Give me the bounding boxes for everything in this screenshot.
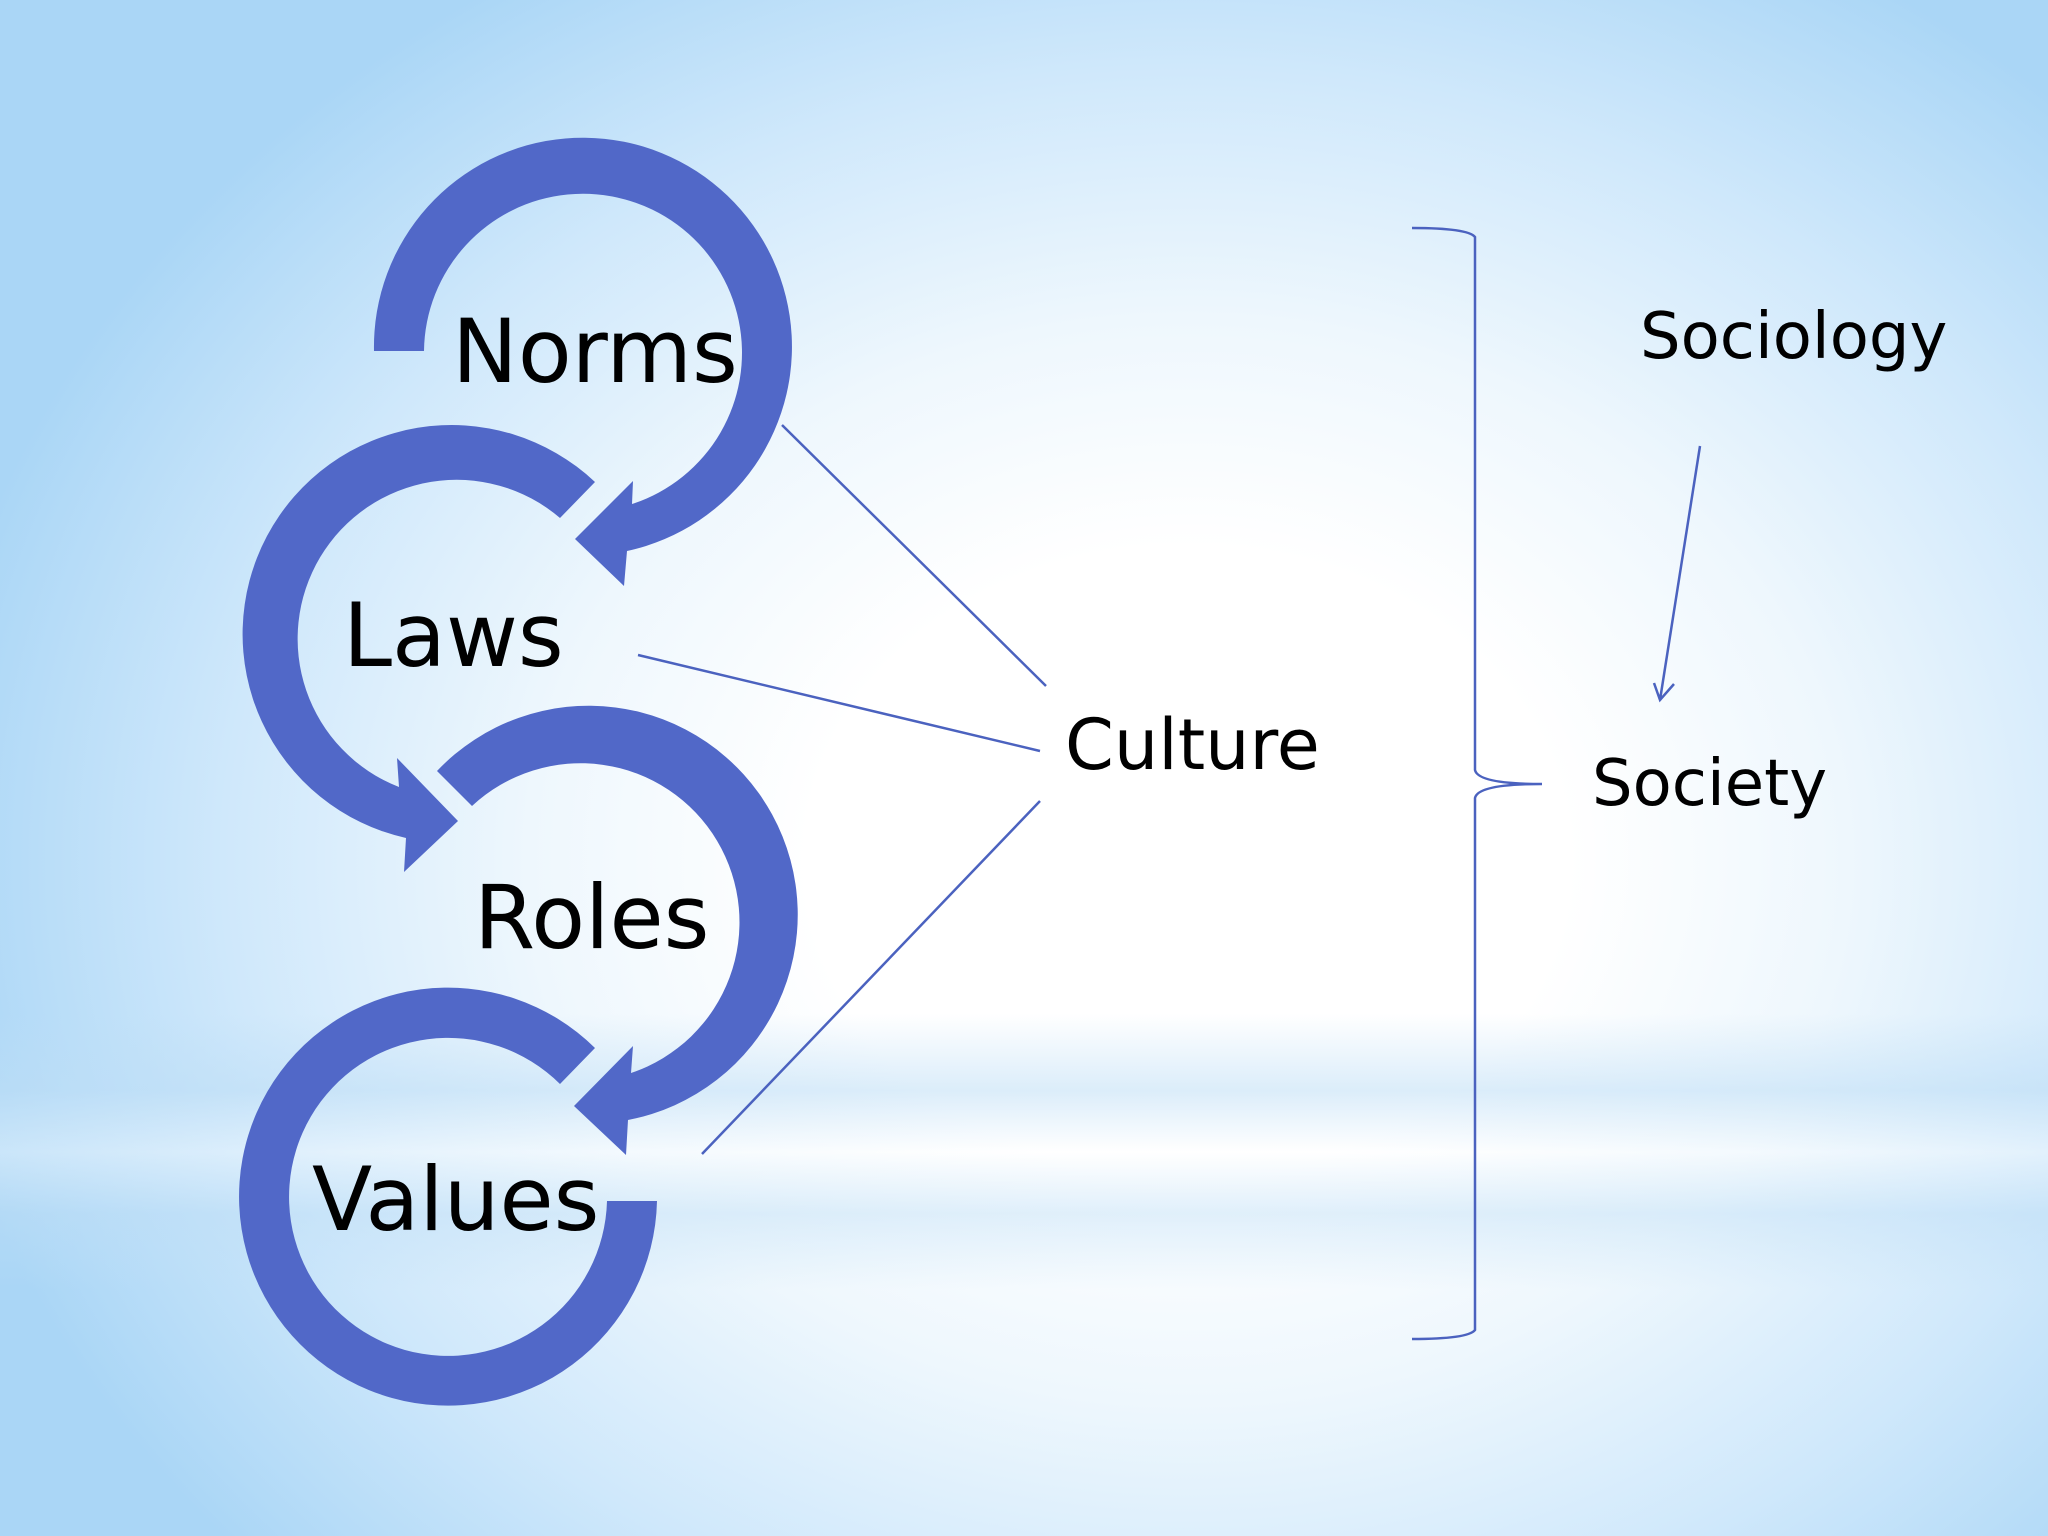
- culture-label: Culture: [1065, 704, 1320, 786]
- laws-label: Laws: [343, 584, 564, 687]
- roles-label: Roles: [474, 866, 710, 969]
- sociology-society-arrow: [1658, 445, 1702, 701]
- society-label: Society: [1592, 747, 1828, 821]
- society-brace: [1411, 226, 1543, 1341]
- roles-cycle-arrow: [437, 705, 798, 1155]
- sociology-label: Sociology: [1640, 300, 1948, 374]
- norms-label: Norms: [452, 300, 738, 403]
- values-label: Values: [312, 1148, 600, 1251]
- values-culture-connector: [701, 800, 1041, 1155]
- norms-cycle-arrow: [373, 137, 792, 587]
- laws-cycle-arrow: [242, 425, 595, 872]
- norms-culture-connector: [781, 424, 1047, 687]
- laws-culture-connector: [637, 653, 1041, 753]
- arrowhead-icon: [1652, 682, 1675, 703]
